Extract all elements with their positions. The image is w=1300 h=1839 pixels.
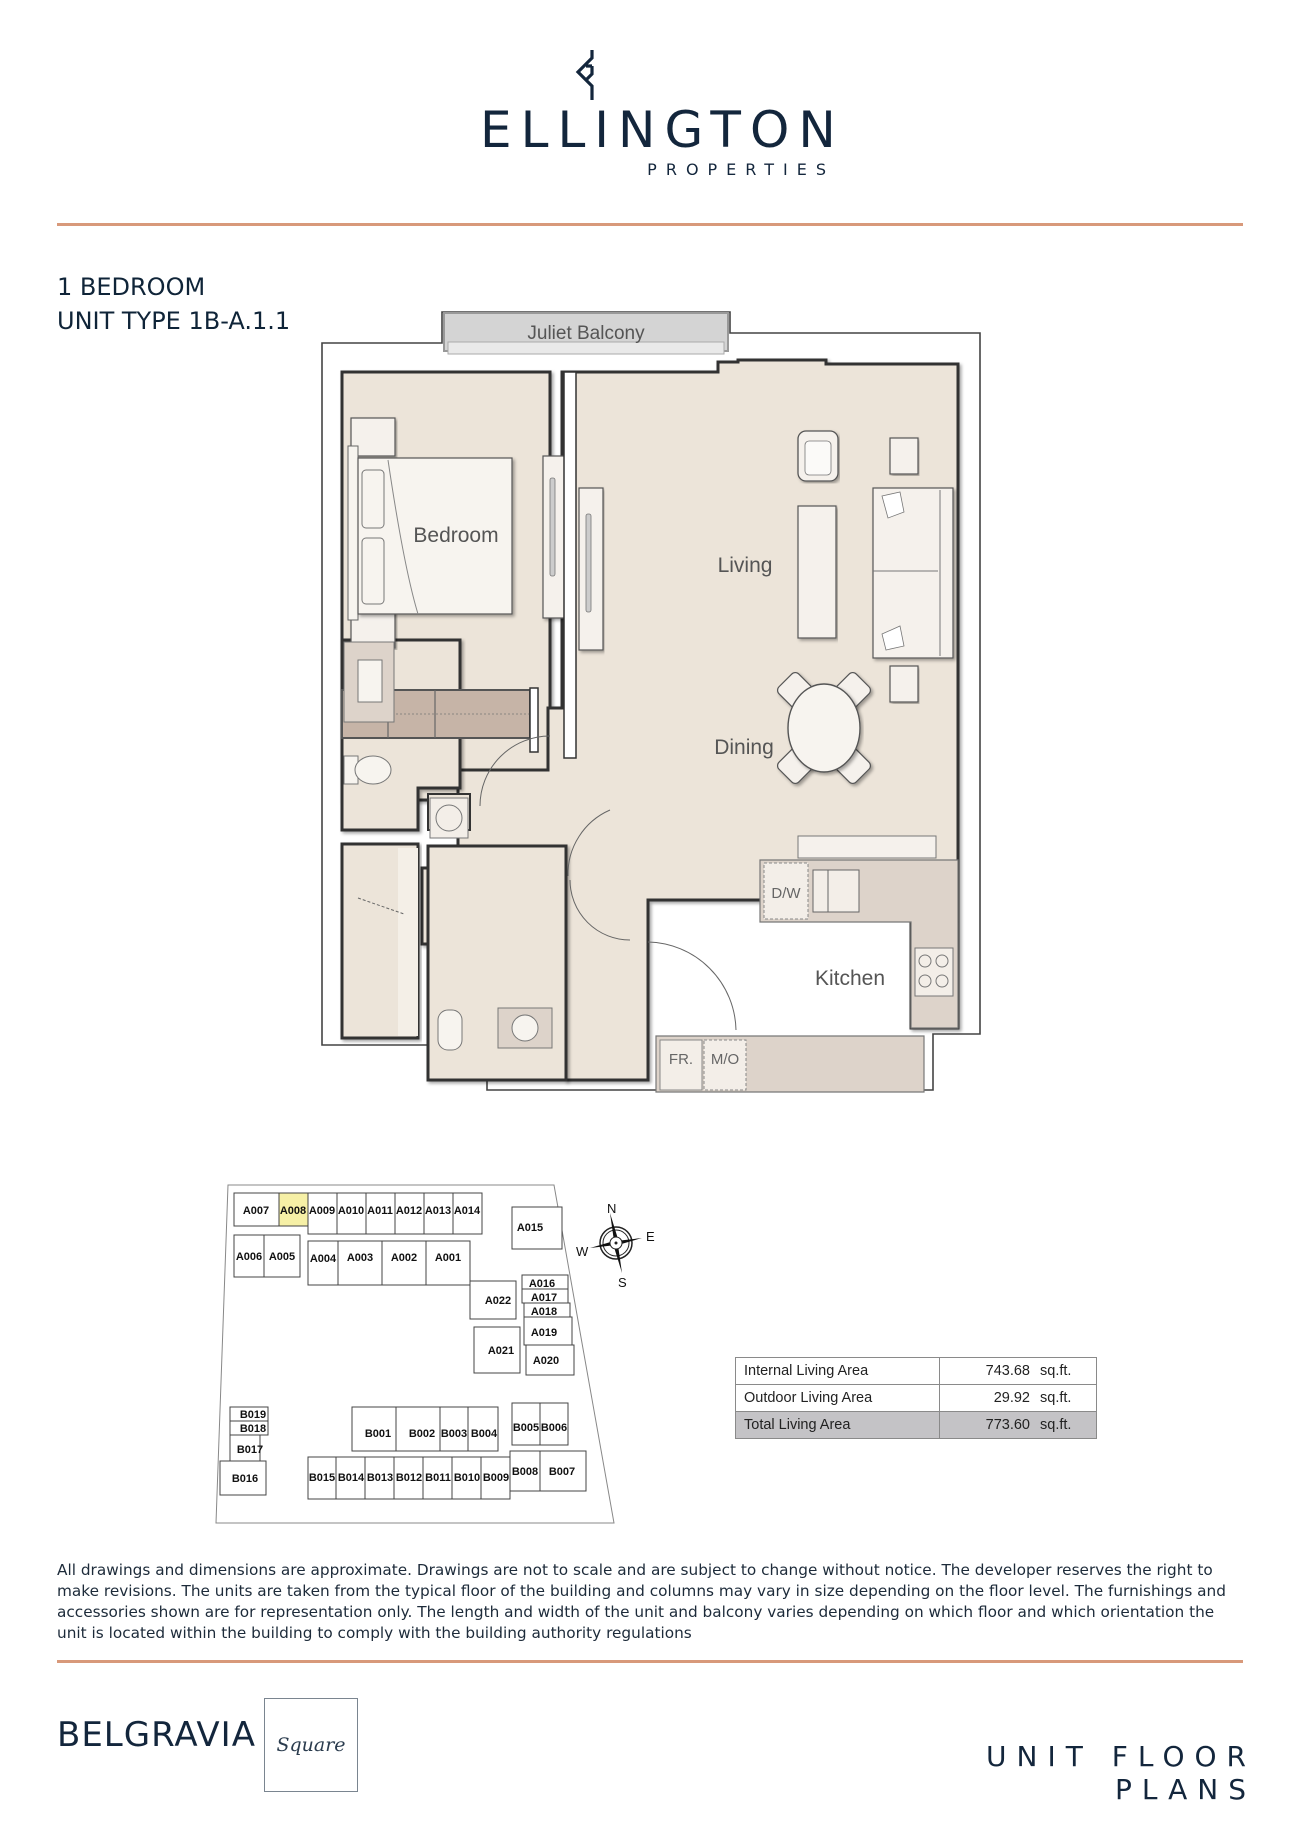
area-label: Total Living Area	[735, 1411, 940, 1439]
room-label-living: Living	[718, 554, 773, 577]
unit-label: B014	[338, 1472, 365, 1484]
dining-table	[776, 671, 872, 785]
unit-label: A012	[396, 1205, 422, 1217]
unit-label: A006	[236, 1251, 262, 1263]
unit-label: A019	[531, 1327, 557, 1339]
unit-label: A014	[454, 1205, 481, 1217]
unit-bedrooms: 1 BEDROOM	[57, 273, 206, 301]
unit-label: B002	[409, 1428, 435, 1440]
area-value: 773.60	[985, 1417, 1030, 1433]
unit-label: A008	[280, 1205, 306, 1217]
unit-label: A015	[517, 1222, 543, 1234]
kitchen-counter: D/W FR. M/O	[655, 835, 959, 1093]
unit-label: A011	[367, 1205, 393, 1217]
compass-south: S	[618, 1275, 627, 1290]
unit-label: B003	[441, 1428, 467, 1440]
unit-label: B017	[237, 1444, 263, 1456]
unit-label: B001	[365, 1428, 391, 1440]
room-label-bedroom: Bedroom	[413, 524, 498, 547]
unit-label: B006	[541, 1422, 567, 1434]
unit-label: A013	[425, 1205, 451, 1217]
disclaimer-text: All drawings and dimensions are approxim…	[57, 1561, 1226, 1642]
armchair	[797, 430, 839, 482]
bed	[347, 417, 513, 649]
project-suffix: Square	[276, 1734, 346, 1756]
key-plan: A007 A008 A009 A010 A011 A012 A013 A014 …	[212, 1183, 692, 1528]
area-unit: sq.ft.	[1040, 1363, 1072, 1379]
area-table: Internal Living Area 743.68 sq.ft. Outdoo…	[735, 1357, 1097, 1439]
unit-label: A017	[531, 1292, 557, 1304]
unit-type: UNIT TYPE 1B-A.1.1	[57, 307, 291, 335]
unit-label: A005	[269, 1251, 295, 1263]
area-unit: sq.ft.	[1040, 1390, 1072, 1406]
table-row: Outdoor Living Area 29.92 sq.ft.	[735, 1384, 1097, 1412]
top-divider	[57, 223, 1243, 226]
dishwasher-label: D/W	[771, 885, 801, 902]
unit-label: A018	[531, 1306, 557, 1318]
unit-label: B015	[309, 1472, 335, 1484]
unit-label: B018	[240, 1423, 266, 1435]
area-unit: sq.ft.	[1040, 1417, 1072, 1433]
project-name: BELGRAVIA	[57, 1715, 256, 1755]
table-row-total: Total Living Area 773.60 sq.ft.	[735, 1411, 1097, 1439]
sofa	[872, 487, 954, 659]
unit-label: B007	[549, 1466, 575, 1478]
unit-label: B016	[232, 1473, 258, 1485]
logo-subline: PROPERTIES	[647, 160, 835, 179]
document-title: UNIT FLOOR PLANS	[986, 1740, 1256, 1806]
unit-label: B012	[396, 1472, 422, 1484]
unit-label: A022	[485, 1295, 511, 1307]
unit-label: B004	[471, 1428, 498, 1440]
unit-label: A002	[391, 1252, 417, 1264]
unit-label: A003	[347, 1252, 373, 1264]
compass-rose-icon: N E S W	[576, 1201, 655, 1290]
area-label: Internal Living Area	[735, 1357, 940, 1385]
unit-label: A020	[533, 1355, 559, 1367]
room-label-kitchen: Kitchen	[815, 967, 885, 990]
room-label-dining: Dining	[714, 736, 774, 759]
unit-label: A009	[309, 1205, 335, 1217]
bottom-divider	[57, 1660, 1243, 1663]
unit-label: A007	[243, 1205, 269, 1217]
area-label: Outdoor Living Area	[735, 1384, 940, 1412]
unit-label: A021	[488, 1345, 514, 1357]
logo-wordmark: ELLINGTON	[480, 101, 845, 159]
compass-east: E	[646, 1229, 655, 1244]
area-value: 743.68	[985, 1363, 1030, 1379]
compass-west: W	[576, 1244, 589, 1259]
area-value: 29.92	[993, 1390, 1030, 1406]
fridge-label: FR.	[669, 1051, 693, 1068]
highlighted-unit	[278, 1192, 309, 1227]
table-row: Internal Living Area 743.68 sq.ft.	[735, 1357, 1097, 1385]
unit-label: B011	[425, 1472, 451, 1484]
project-suffix-box: Square	[264, 1698, 358, 1792]
unit-label: A001	[435, 1252, 461, 1264]
unit-label: A004	[310, 1253, 337, 1265]
ellington-monogram-icon	[570, 48, 602, 104]
unit-label: B010	[454, 1472, 480, 1484]
unit-label: B009	[483, 1472, 509, 1484]
unit-label: B005	[513, 1422, 539, 1434]
floor-plan: Juliet Balcony	[318, 308, 988, 1108]
unit-label: B019	[240, 1409, 266, 1421]
unit-label: A010	[338, 1205, 364, 1217]
compass-north: N	[607, 1201, 616, 1216]
balcony-label: Juliet Balcony	[527, 323, 645, 344]
unit-label: B008	[512, 1466, 538, 1478]
unit-label: B013	[367, 1472, 393, 1484]
unit-label: A016	[529, 1278, 555, 1290]
microwave-label: M/O	[711, 1051, 739, 1068]
unit-heading: 1 BEDROOM UNIT TYPE 1B-A.1.1	[57, 270, 290, 338]
juliet-balcony	[443, 312, 729, 355]
